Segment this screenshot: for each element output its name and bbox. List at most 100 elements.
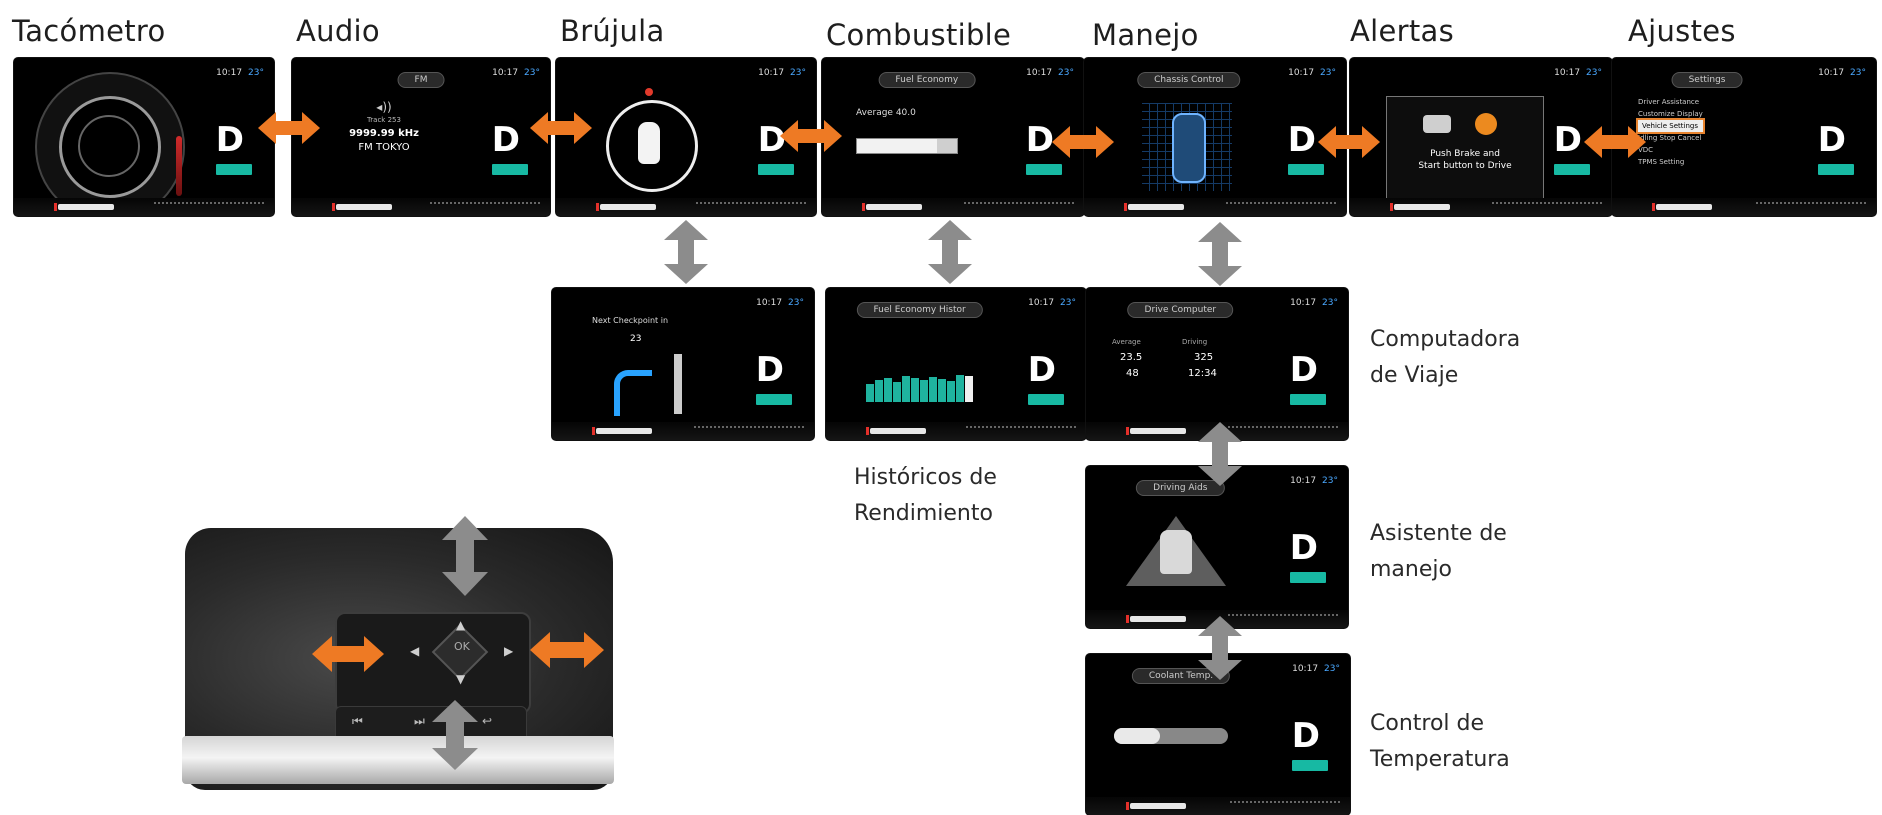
- fuel-tab: Fuel Economy: [878, 72, 976, 88]
- alert-line-2: Start button to Drive: [1418, 161, 1512, 171]
- next-track-icon[interactable]: ⏭: [414, 714, 425, 728]
- tachometer-center: [78, 115, 140, 177]
- status-bar: [1084, 198, 1346, 216]
- ok-button-label: OK: [454, 640, 470, 653]
- status-bar: [822, 198, 1084, 216]
- fuel-gauge: [1126, 615, 1186, 623]
- start-button-icon: [1475, 113, 1497, 135]
- fuel-average: Average 40.0: [856, 108, 916, 118]
- odometer: [696, 202, 806, 212]
- horizontal-control-arrow: [530, 632, 604, 668]
- previous-track-icon[interactable]: ⏮: [352, 714, 363, 728]
- title-tachometer: Tacómetro: [12, 14, 166, 48]
- vertical-nav-arrow: [1198, 222, 1242, 286]
- assist-tab: Driving Aids: [1136, 480, 1225, 496]
- title-driving: Manejo: [1092, 18, 1199, 52]
- settings-item-selected[interactable]: Vehicle Settings: [1636, 118, 1705, 134]
- trip-value: 48: [1126, 368, 1139, 379]
- history-bar: [875, 380, 883, 402]
- trip-average-label: Average: [1112, 338, 1141, 346]
- vertical-nav-arrow: [1198, 422, 1242, 486]
- title-fuel: Combustible: [826, 18, 1012, 52]
- gear-badge: [1290, 394, 1326, 405]
- gear-badge: [1292, 760, 1328, 771]
- odometer: [1756, 202, 1866, 212]
- back-button-icon[interactable]: ↩: [482, 714, 493, 728]
- wheel-chrome-trim: [182, 736, 614, 784]
- fuel-gauge: [862, 203, 922, 211]
- north-marker: [645, 88, 653, 96]
- settings-item[interactable]: Customize Display: [1638, 110, 1703, 118]
- vertical-nav-arrow: [664, 220, 708, 284]
- left-button-icon[interactable]: ◀: [410, 644, 420, 658]
- fuel-history-chart: [826, 288, 1086, 440]
- history-bar: [902, 376, 910, 402]
- alert-line-1: Push Brake and: [1430, 149, 1500, 159]
- horizontal-nav-arrow: [530, 112, 592, 144]
- settings-item[interactable]: Driver Assistance: [1638, 98, 1700, 106]
- fuel-economy-bar: [856, 138, 958, 154]
- odometer: [1230, 801, 1340, 811]
- tachometer-dial: [59, 96, 161, 198]
- up-button-icon[interactable]: ▲: [456, 618, 466, 632]
- history-bar: [965, 376, 973, 402]
- audio-tab: FM: [397, 72, 445, 88]
- gear-badge: [1818, 164, 1854, 175]
- status-bar: [1350, 198, 1612, 216]
- trip-value: 325: [1194, 352, 1214, 363]
- settings-item[interactable]: TPMS Setting: [1638, 158, 1685, 166]
- vertical-nav-arrow: [928, 220, 972, 284]
- title-compass: Brújula: [560, 14, 665, 48]
- brake-icon: [1423, 115, 1451, 133]
- settings-item[interactable]: VDC: [1638, 146, 1654, 154]
- gear-badge: [1290, 572, 1326, 583]
- gear-badge: [216, 164, 252, 175]
- gear-badge: [492, 164, 528, 175]
- nav-distance: 23: [630, 334, 642, 344]
- fuel-gauge: [1124, 203, 1184, 211]
- title-alerts: Alertas: [1350, 14, 1455, 48]
- car-icon: [1172, 113, 1206, 183]
- right-button-icon[interactable]: ▶: [504, 644, 514, 658]
- gear-indicator: D: [1291, 716, 1320, 756]
- audio-track: Track 253: [367, 116, 401, 124]
- status-bar: [14, 198, 274, 216]
- redline-zone: [176, 136, 182, 196]
- gear-indicator: D: [491, 120, 520, 160]
- odometer: [694, 426, 804, 436]
- odometer: [154, 202, 264, 212]
- gear-indicator: D: [215, 120, 244, 160]
- driving-tab: Chassis Control: [1137, 72, 1241, 88]
- history-bar: [920, 380, 928, 402]
- trip-value: 23.5: [1120, 352, 1143, 363]
- gear-indicator: D: [757, 120, 786, 160]
- fuel-gauge: [1390, 203, 1450, 211]
- odometer: [430, 202, 540, 212]
- settings-tab: Settings: [1671, 72, 1743, 88]
- title-audio: Audio: [296, 14, 380, 48]
- history-bar: [929, 377, 937, 402]
- turn-arrow-icon: [614, 370, 652, 416]
- gear-indicator: D: [1027, 350, 1056, 390]
- down-button-icon[interactable]: ▼: [456, 672, 466, 686]
- alert-popup: Push Brake and Start button to Drive: [1386, 96, 1544, 202]
- coolant-tab: Coolant Temp.: [1131, 668, 1231, 684]
- settings-item[interactable]: Idling Stop Cancel: [1638, 134, 1702, 142]
- car-icon: [638, 122, 660, 164]
